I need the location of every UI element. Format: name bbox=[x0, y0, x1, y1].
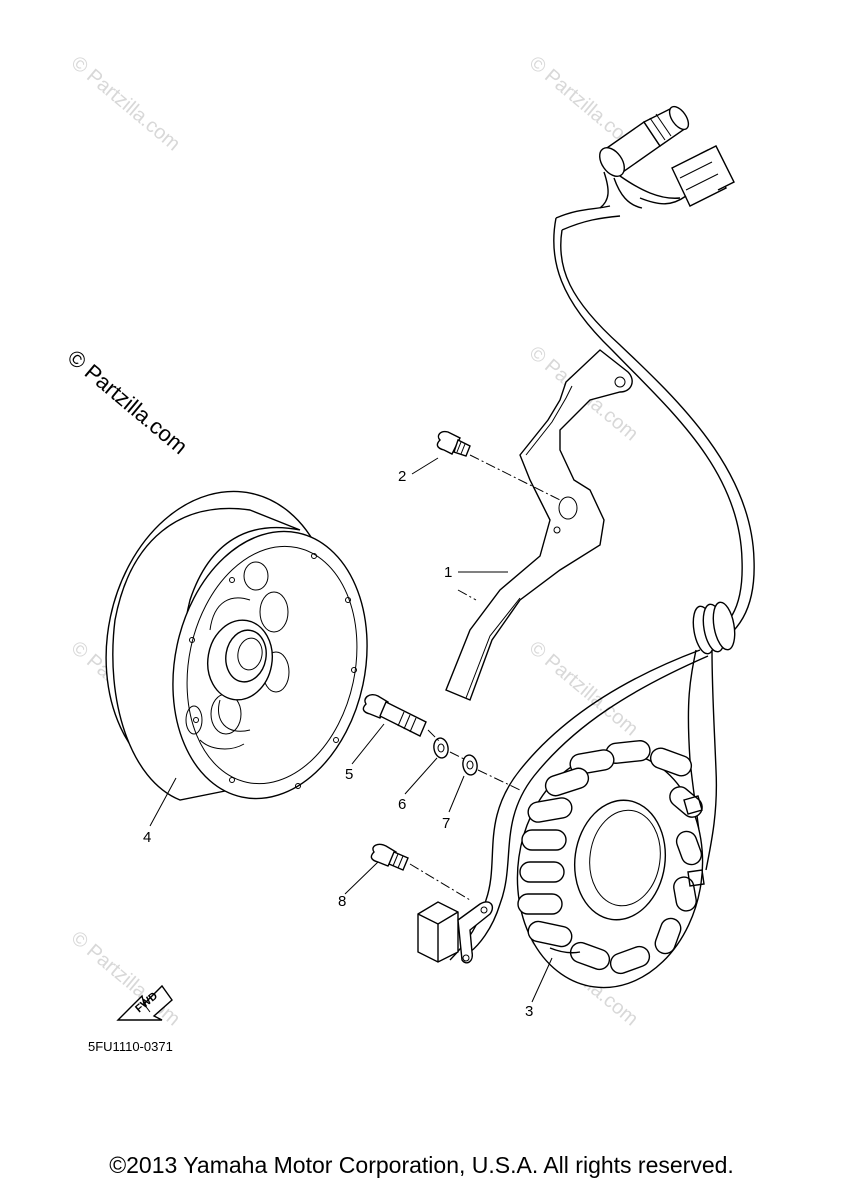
watermark-faint-5: © Partzilla.com bbox=[525, 637, 642, 740]
leader-2 bbox=[411, 457, 439, 475]
leader-4 bbox=[149, 777, 177, 827]
bolt-5 bbox=[362, 694, 427, 737]
callout-3: 3 bbox=[525, 1003, 533, 1020]
leader-3 bbox=[531, 957, 553, 1003]
callout-1: 1 bbox=[444, 564, 452, 581]
screw-2 bbox=[436, 430, 471, 457]
parts-diagram: © Partzilla.com © Partzilla.com © Partzi… bbox=[63, 52, 755, 1054]
copyright-notice: ©2013 Yamaha Motor Corporation, U.S.A. A… bbox=[109, 1152, 734, 1178]
callout-5: 5 bbox=[345, 766, 353, 783]
harness-connector-round bbox=[598, 105, 690, 178]
watermark-faint-1: © Partzilla.com bbox=[67, 52, 184, 155]
callout-2: 2 bbox=[398, 468, 406, 485]
callout-7: 7 bbox=[442, 815, 450, 832]
fwd-arrow-icon: FWD bbox=[116, 984, 173, 1021]
callout-8: 8 bbox=[338, 893, 346, 910]
screw-8 bbox=[370, 843, 409, 871]
stator-assembly bbox=[449, 105, 755, 989]
rim-bolts bbox=[189, 553, 357, 789]
bracket bbox=[445, 349, 633, 701]
watermark-main: © Partzilla.com bbox=[63, 345, 193, 459]
harness-grommet bbox=[692, 601, 736, 655]
washer-7 bbox=[462, 754, 478, 776]
flywheel-rotor bbox=[105, 490, 368, 801]
stator-bore bbox=[573, 799, 667, 921]
callout-4: 4 bbox=[143, 829, 151, 846]
pickup-coil bbox=[417, 901, 494, 964]
leader-6 bbox=[404, 757, 438, 795]
harness-connector-square bbox=[671, 145, 735, 207]
leader-5 bbox=[351, 723, 385, 765]
leader-8 bbox=[344, 861, 379, 895]
washer-6 bbox=[433, 737, 449, 759]
callout-6: 6 bbox=[398, 796, 406, 813]
diagram-code: 5FU1110-0371 bbox=[88, 1039, 173, 1054]
leader-7 bbox=[448, 775, 465, 813]
